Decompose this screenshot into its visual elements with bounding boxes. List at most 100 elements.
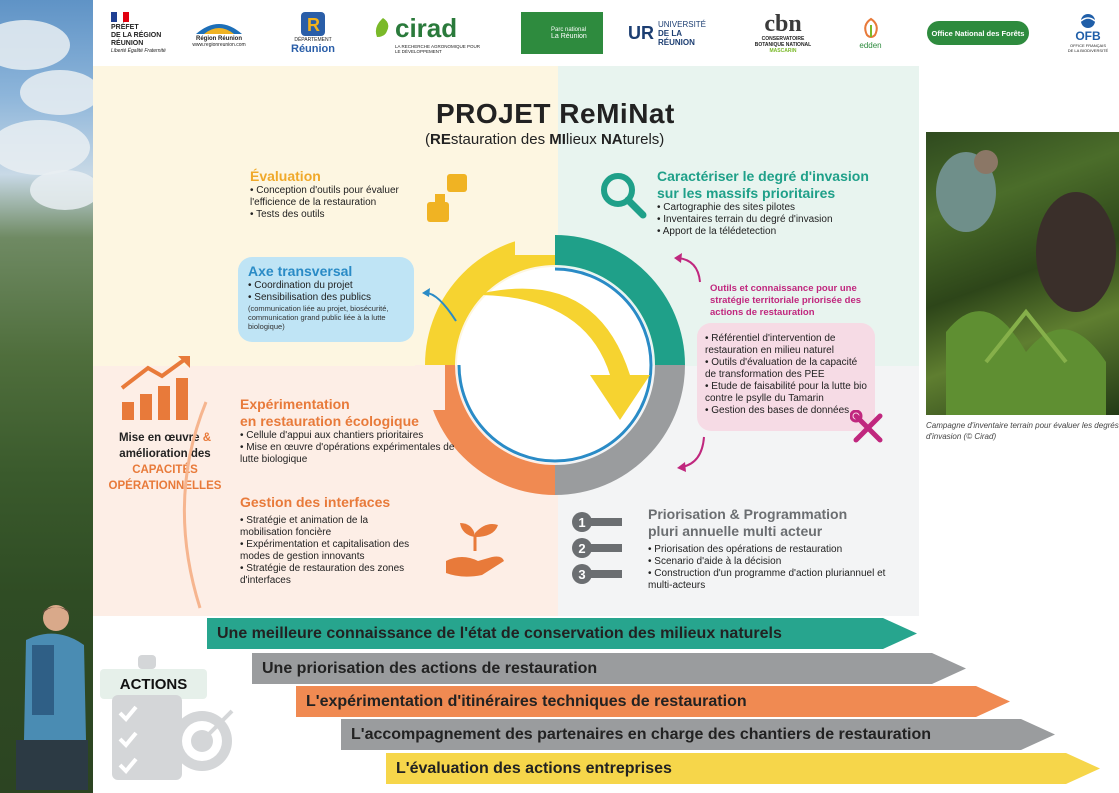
axe-list: Coordination du projet Sensibilisation d…	[248, 280, 404, 304]
cbn-logo: cbn CONSERVATOIRE BOTANIQUE NATIONAL MAS…	[754, 11, 812, 54]
mise-line3: CAPACITÉS	[132, 464, 198, 476]
hiker-figure	[16, 605, 88, 790]
mise-line2: amélioration des	[119, 448, 211, 460]
cycle-segment-yellow	[425, 235, 555, 365]
cycle-segment-grey	[555, 365, 685, 495]
action-banner-text: Une priorisation des actions de restaura…	[262, 659, 598, 677]
actions-label: ACTIONS	[100, 669, 207, 699]
parc-national-logo: Parc national La Réunion	[521, 8, 603, 58]
gestion-heading: Gestion des interfaces	[240, 494, 391, 510]
evaluation-section: Évaluation Conception d'outils pour éval…	[250, 168, 430, 221]
list-item: Priorisation des opérations de restaurat…	[648, 544, 908, 556]
action-banner: L'expérimentation d'itinéraires techniqu…	[296, 686, 1010, 717]
axe-note: (communication liée au projet, biosécuri…	[248, 304, 389, 331]
action-banner: Une priorisation des actions de restaura…	[252, 653, 966, 684]
caracteriser-list: Cartographie des sites pilotes Inventair…	[657, 202, 897, 238]
field-inventory-photo	[926, 132, 1119, 415]
thumbs-up-down-icon	[427, 174, 467, 222]
list-item: Etude de faisabilité pour la lutte bio c…	[705, 381, 867, 405]
action-banner-text: L'expérimentation d'itinéraires techniqu…	[306, 692, 747, 710]
yellow-swoosh-arrow	[475, 288, 650, 420]
outils-heading-line1: Outils et connaissance pour une	[710, 283, 857, 294]
priorisation-list: Priorisation des opérations de restaurat…	[648, 544, 908, 592]
priorisation-heading-line1: Priorisation & Programmation	[648, 506, 848, 522]
list-item: Stratégie et animation de la mobilisatio…	[240, 515, 420, 539]
outils-heading: Outils et connaissance pour une stratégi…	[710, 283, 880, 319]
action-banner-text: L'évaluation des actions entreprises	[396, 759, 672, 777]
photo-caption: Campagne d'inventaire terrain pour évalu…	[926, 421, 1119, 441]
magnifier-icon	[601, 173, 647, 219]
ofb-logo: OFB OFFICE FRANÇAIS DE LA BIODIVERSITÉ	[1063, 8, 1113, 58]
outils-list: Référentiel d'intervention de restaurati…	[705, 333, 867, 417]
landscape-photo	[0, 0, 93, 793]
cycle-diagram	[415, 225, 685, 495]
list-item: Expérimentation et capitalisation des mo…	[240, 539, 420, 563]
caracteriser-heading-line1: Caractériser le degré d'invasion	[657, 168, 869, 184]
cycle-segment-orange	[425, 365, 555, 495]
gestion-list: Stratégie et animation de la mobilisatio…	[240, 515, 420, 587]
list-item: Mise en œuvre d'opérations expérimentale…	[240, 442, 460, 466]
experimentation-heading-line2: en restauration écologique	[240, 413, 419, 429]
orange-bracket-curve	[182, 401, 208, 609]
list-item: Outils d'évaluation de la capacité de tr…	[705, 357, 867, 381]
hand-sprout-icon	[446, 523, 504, 577]
inner-blue-ring	[457, 267, 653, 463]
mise-line4: OPÉRATIONNELLES	[108, 480, 222, 492]
priorisation-section: Priorisation & Programmation pluri annue…	[648, 506, 908, 592]
list-item: Sensibilisation des publics	[248, 292, 404, 304]
list-item: Scenario d'aide à la décision	[648, 556, 908, 568]
axe-transversal-box: Axe transversal Coordination du projet S…	[238, 257, 414, 342]
outils-heading-line3: actions de restauration	[710, 307, 815, 318]
growth-chart-icon	[120, 356, 190, 420]
project-title: PROJET ReMiNat	[436, 98, 675, 129]
list-item: Coordination du projet	[248, 280, 404, 292]
list-item: Stratégie de restauration des zones d'in…	[240, 563, 420, 587]
action-banner: L'accompagnement des partenaires en char…	[341, 719, 1055, 750]
step-1: 1	[572, 512, 622, 532]
caracteriser-heading-line2: sur les massifs prioritaires	[657, 185, 836, 201]
experimentation-list: Cellule d'appui aux chantiers prioritair…	[240, 430, 460, 466]
svg-text:R: R	[307, 15, 320, 35]
list-item: Cellule d'appui aux chantiers prioritair…	[240, 430, 460, 442]
action-banner-text: Une meilleure connaissance de l'état de …	[217, 624, 782, 642]
step-2: 2	[572, 538, 622, 558]
region-reunion-logo: Région Réunion www.regionreunion.com	[191, 8, 247, 58]
evaluation-list: Conception d'outils pour évaluer l'effic…	[250, 185, 430, 221]
list-item: Référentiel d'intervention de restaurati…	[705, 333, 867, 357]
experimentation-section: Expérimentation en restauration écologiq…	[240, 396, 460, 466]
gestion-section: Gestion des interfaces Stratégie et anim…	[240, 494, 420, 587]
cycle-segment-teal	[555, 235, 685, 365]
evaluation-heading: Évaluation	[250, 168, 321, 184]
prefet-logo: PRÉFET DE LA RÉGION RÉUNION Liberté Égal…	[111, 8, 181, 58]
caracteriser-section: Caractériser le degré d'invasion sur les…	[657, 168, 897, 238]
list-item: Inventaires terrain du degré d'invasion	[657, 214, 897, 226]
mise-en-oeuvre-label: Mise en œuvre & amélioration des CAPACIT…	[100, 430, 230, 494]
edden-logo: edden	[848, 8, 893, 58]
project-subtitle: (REstauration des MIlieux NAturels)	[425, 131, 665, 148]
mise-line1: Mise en œuvre	[118, 432, 200, 444]
list-item: Tests des outils	[250, 209, 430, 221]
departement-logo: R DÉPARTEMENT Réunion	[283, 8, 343, 58]
outils-box: Référentiel d'intervention de restaurati…	[697, 323, 875, 431]
list-item: Apport de la télédetection	[657, 226, 897, 238]
steps-icons: 1 2 3	[572, 512, 622, 584]
action-banner: L'évaluation des actions entreprises	[386, 753, 1100, 784]
list-item: Construction d'un programme d'action plu…	[648, 568, 908, 592]
arrow-to-axe-icon	[422, 288, 457, 322]
step-3: 3	[572, 564, 622, 584]
list-item: Gestion des bases de données	[705, 405, 867, 417]
action-banner-text: L'accompagnement des partenaires en char…	[351, 725, 932, 743]
curved-arrow-down-icon	[677, 436, 705, 472]
onf-logo: Office National des Forêts	[923, 8, 1033, 58]
outils-heading-line2: stratégie territoriale priorisée des	[710, 295, 862, 306]
axe-heading: Axe transversal	[248, 263, 353, 279]
wrench-screwdriver-icon	[850, 410, 883, 443]
curved-arrow-up-icon	[674, 253, 701, 283]
mise-ampersand: &	[202, 432, 212, 444]
target-checklist-icon	[112, 655, 234, 780]
cirad-logo: cirad LA RECHERCHE AGRONOMIQUE POUR LE D…	[373, 8, 483, 58]
action-banner: Une meilleure connaissance de l'état de …	[207, 618, 917, 649]
list-item: Conception d'outils pour évaluer l'effic…	[250, 185, 430, 209]
priorisation-heading-line2: pluri annuelle multi acteur	[648, 523, 823, 539]
experimentation-heading-line1: Expérimentation	[240, 396, 350, 412]
